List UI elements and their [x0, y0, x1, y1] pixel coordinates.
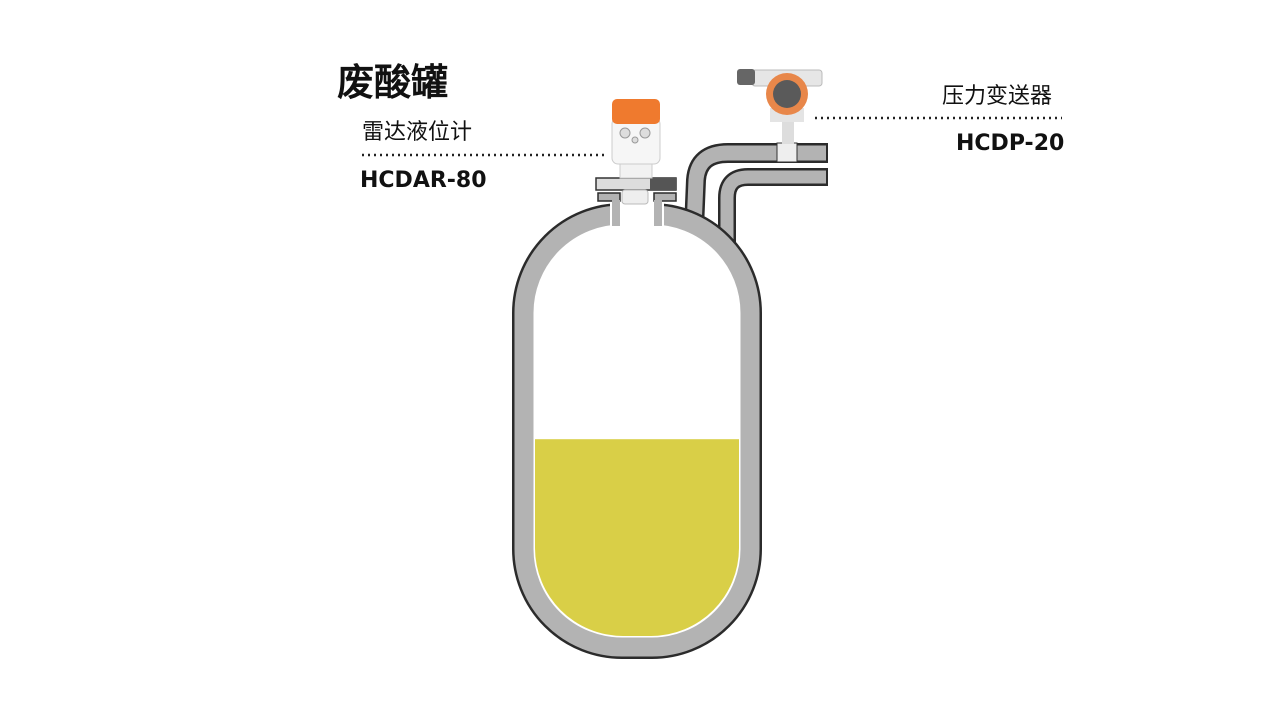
tank-neck	[597, 192, 677, 228]
pressure-transmitter	[737, 69, 823, 163]
pressure-model: HCDP-20	[956, 131, 1065, 156]
radar-model: HCDAR-80	[360, 168, 487, 193]
liquid-fill	[535, 439, 739, 636]
pressure-pipe	[684, 143, 828, 245]
radar-cap	[612, 99, 660, 124]
tank-title: 废酸罐	[337, 61, 448, 104]
pressure-label: 压力变送器	[942, 84, 1053, 109]
radar-level-meter	[595, 99, 677, 205]
radar-label: 雷达液位计	[362, 120, 473, 145]
